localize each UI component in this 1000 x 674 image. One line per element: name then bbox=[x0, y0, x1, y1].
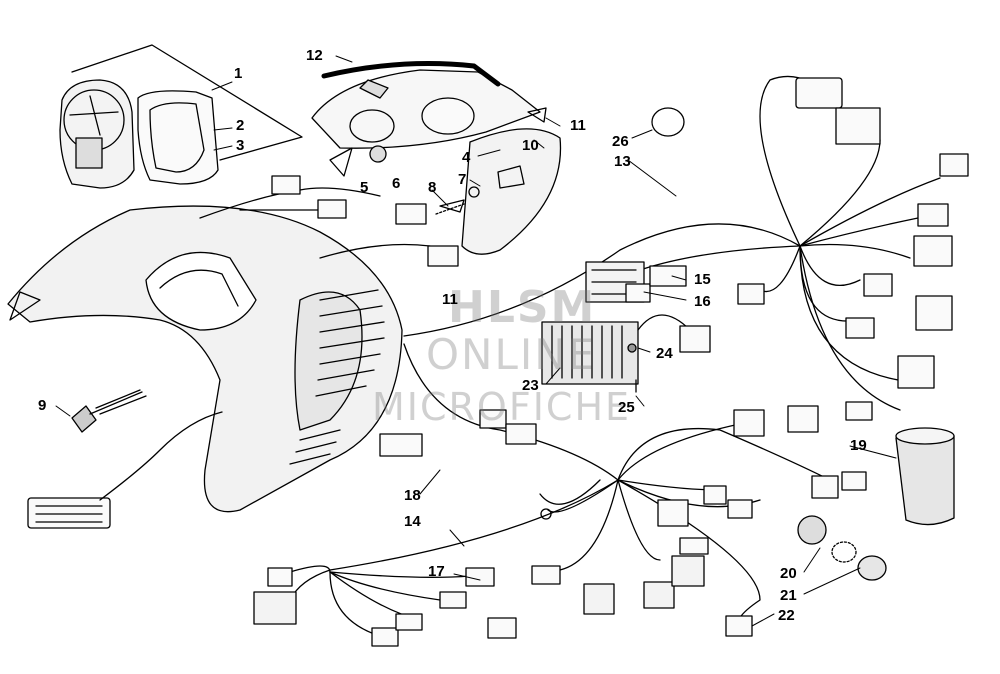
callout-1: 1 bbox=[234, 65, 243, 82]
callout-11-lower: 11 bbox=[442, 291, 458, 308]
callout-3: 3 bbox=[236, 137, 245, 154]
callout-9: 9 bbox=[38, 397, 47, 414]
callout-8: 8 bbox=[428, 179, 437, 196]
callout-4: 4 bbox=[462, 149, 471, 166]
front-fairing-body bbox=[7, 205, 403, 513]
callout-22: 22 bbox=[778, 607, 795, 624]
ring-clip bbox=[651, 107, 685, 137]
callout-19: 19 bbox=[850, 437, 867, 454]
callout-11: 11 bbox=[570, 117, 586, 134]
callout-13: 13 bbox=[614, 153, 631, 170]
callout-5: 5 bbox=[360, 179, 369, 196]
callout-15: 15 bbox=[694, 271, 711, 288]
callout-6: 6 bbox=[392, 175, 401, 192]
watermark-line-3: MICROFICHE bbox=[372, 385, 632, 429]
callout-2: 2 bbox=[236, 117, 245, 134]
callout-24: 24 bbox=[656, 345, 673, 362]
watermark-line-1: HLSM bbox=[448, 282, 597, 333]
voltage-regulator bbox=[541, 314, 711, 393]
callout-7: 7 bbox=[458, 171, 467, 188]
callout-18: 18 bbox=[404, 487, 421, 504]
callout-16: 16 bbox=[694, 293, 711, 310]
callout-14: 14 bbox=[404, 513, 421, 530]
mounting-bolt bbox=[71, 389, 147, 433]
callout-12: 12 bbox=[306, 47, 323, 64]
upper-harness bbox=[403, 75, 969, 421]
upper-fairing bbox=[311, 69, 562, 255]
speedometer-gauge bbox=[59, 44, 303, 189]
main-connector bbox=[27, 411, 223, 529]
lower-harness bbox=[253, 343, 867, 647]
headlight-harness bbox=[199, 175, 465, 267]
callout-21: 21 bbox=[780, 587, 797, 604]
callout-17: 17 bbox=[428, 563, 445, 580]
callout-10: 10 bbox=[522, 137, 539, 154]
ignition-switch bbox=[797, 515, 887, 581]
trim-strip bbox=[321, 61, 501, 87]
relay-block bbox=[585, 261, 687, 303]
callout-26: 26 bbox=[612, 133, 629, 150]
callout-25: 25 bbox=[618, 399, 635, 416]
leader-lines bbox=[55, 55, 897, 627]
callout-23: 23 bbox=[522, 377, 539, 394]
protective-sleeve bbox=[895, 427, 955, 526]
callout-20: 20 bbox=[780, 565, 797, 582]
watermark-line-2: ONLINE bbox=[426, 330, 597, 379]
